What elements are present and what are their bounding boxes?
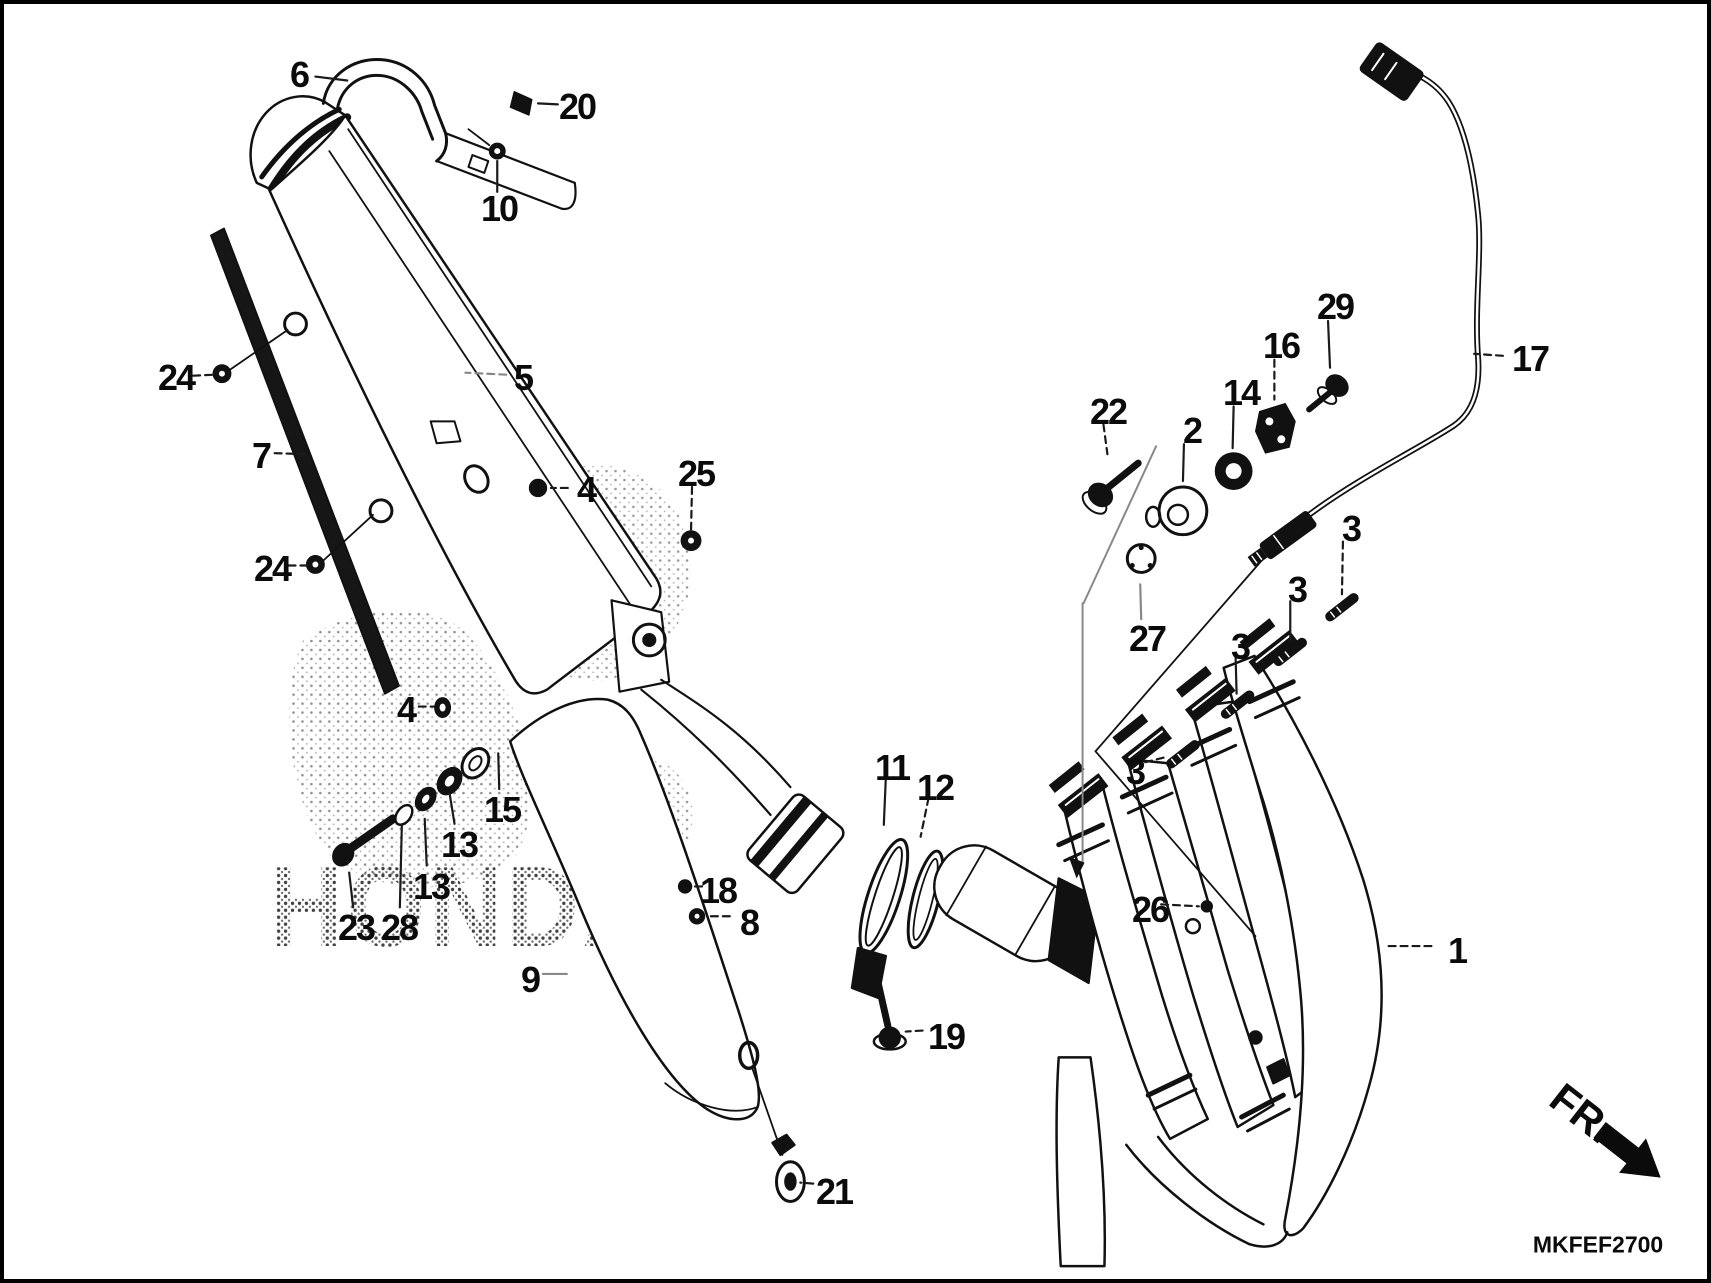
muffler-cover (268, 114, 662, 695)
bolt-22 (1102, 459, 1142, 493)
leader-line-11 (882, 777, 887, 826)
valve-stem-ring (1144, 505, 1162, 528)
callout-17: 17 (1511, 338, 1550, 379)
collar-15 (460, 747, 491, 780)
leader-line-2 (1181, 443, 1186, 483)
callout-11: 11 (874, 747, 911, 788)
heat-shield-9 (508, 697, 806, 1203)
callout-3: 3 (1341, 508, 1362, 549)
leader-line-14 (1231, 405, 1235, 450)
leader-lines (192, 75, 1505, 1185)
exup-servo (610, 599, 792, 817)
callout-3: 3 (1287, 569, 1308, 610)
callout-4: 4 (576, 469, 597, 510)
diagram-canvas: HONDA (192, 42, 1661, 1268)
callout-24: 24 (253, 548, 292, 589)
leader-line-24 (192, 373, 217, 377)
catalytic-mid-pipe (872, 844, 1100, 1051)
rivet-18 (677, 879, 693, 894)
leader-line-23 (348, 871, 355, 909)
leader-line-22 (1102, 423, 1109, 456)
muffler-inlet-pipe (746, 793, 945, 1000)
callout-1: 1 (1447, 930, 1468, 971)
callout-13: 13 (412, 866, 451, 907)
leader-line-13 (423, 817, 428, 867)
leader-line-13 (448, 791, 456, 825)
callout-3: 3 (1230, 626, 1251, 667)
callout-26: 26 (1131, 889, 1170, 930)
bolt-29 (1306, 388, 1334, 413)
rubber-strip-7 (210, 227, 400, 695)
leader-line-3 (1234, 656, 1238, 695)
fr-arrow-icon (1593, 1122, 1661, 1178)
exhaust-header-pipes (1048, 618, 1383, 1268)
sensor-boss (1184, 918, 1202, 935)
callout-28: 28 (380, 907, 419, 948)
callout-25: 25 (677, 453, 716, 494)
callout-27: 27 (1128, 618, 1167, 659)
leader-line-29 (1326, 319, 1332, 369)
callout-3: 3 (1125, 751, 1146, 792)
clip-4 (463, 464, 490, 494)
callout-10: 10 (480, 188, 519, 229)
leader-line-20 (536, 102, 559, 106)
callout-15: 15 (483, 789, 522, 830)
callout-5: 5 (513, 357, 534, 398)
diagram-code: MKFEF2700 (1532, 1231, 1664, 1258)
callout-16: 16 (1262, 325, 1301, 366)
callout-19: 19 (927, 1016, 966, 1057)
callout-12: 12 (916, 767, 955, 808)
leader-line-25 (689, 485, 694, 532)
muffler-silencer (249, 95, 662, 695)
callout-23: 23 (337, 907, 376, 948)
top-fasteners (467, 90, 702, 552)
callout-24: 24 (157, 357, 196, 398)
bolt-23 (342, 814, 398, 856)
strip-pin (368, 498, 394, 524)
leader-line-15 (497, 752, 501, 791)
leader-line-3 (1340, 540, 1345, 596)
strip-pin (283, 311, 308, 337)
screw-4 (528, 478, 548, 498)
leader-line-7 (273, 452, 310, 456)
stud-bolts-3 (1166, 593, 1359, 769)
leader-line-5 (464, 371, 508, 376)
callout-22: 22 (1089, 391, 1128, 432)
callout-2: 2 (1182, 410, 1203, 451)
bolt-19 (872, 969, 892, 1030)
joint-bolt-26 (1200, 900, 1214, 913)
leader-line-3 (1144, 756, 1167, 764)
callout-6: 6 (289, 54, 310, 95)
callout-29: 29 (1316, 286, 1355, 327)
callout-14: 14 (1222, 372, 1261, 413)
callout-8: 8 (739, 902, 760, 943)
exhaust-valve-cluster (1068, 374, 1349, 938)
leader-line-27 (1139, 583, 1143, 621)
callout-9: 9 (520, 959, 541, 1000)
oxygen-sensor-17 (1247, 42, 1483, 567)
washer-28 (394, 803, 414, 826)
muffler-bracket-6 (321, 58, 577, 211)
callout-21: 21 (815, 1171, 854, 1212)
leader-line-12 (919, 796, 930, 838)
callout-7: 7 (251, 435, 272, 476)
leader-line-6 (314, 75, 349, 82)
mount-bolt-stack (332, 697, 491, 867)
callout-13: 13 (440, 824, 479, 865)
sensor-body (1259, 511, 1317, 560)
callout-18: 18 (699, 870, 738, 911)
callout-20: 20 (558, 86, 597, 127)
stay-bracket-16 (1254, 402, 1296, 454)
leader-line-28 (398, 823, 403, 909)
cone-washer-20 (509, 90, 533, 116)
leader-line-21 (799, 1181, 815, 1185)
leader-line-19 (904, 1029, 924, 1033)
leader-line-26 (1159, 903, 1200, 908)
shield-hole (737, 1040, 760, 1071)
pipe-flanges (1048, 618, 1300, 818)
leader-line-17 (1473, 352, 1505, 357)
callout-4: 4 (396, 689, 417, 730)
